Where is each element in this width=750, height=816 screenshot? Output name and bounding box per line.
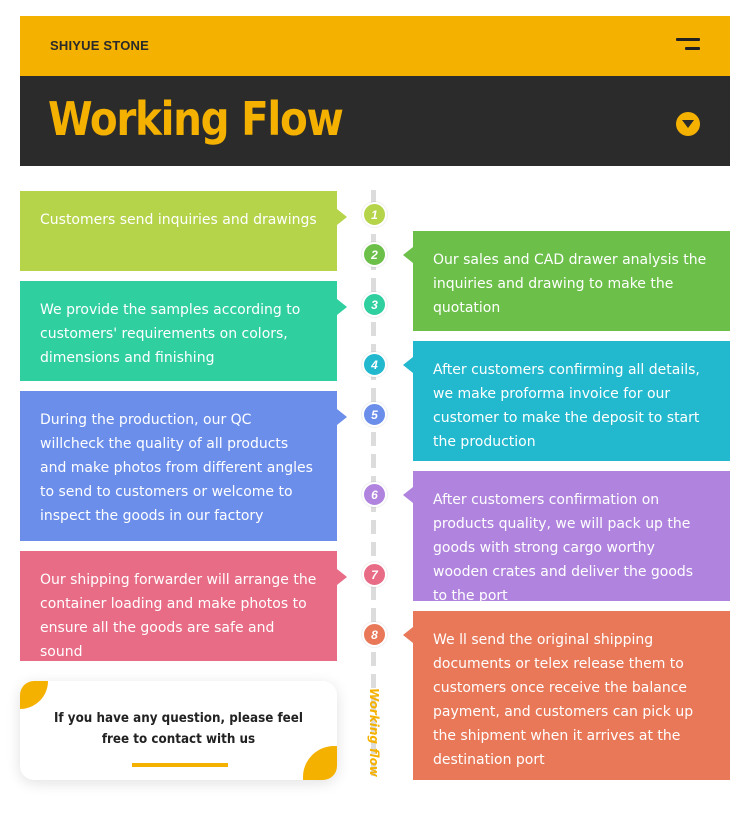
step-number-6: 6	[362, 482, 387, 507]
step-text: Our sales and CAD drawer analysis the in…	[433, 252, 707, 316]
step-card-4: After customers confirming all details, …	[403, 341, 730, 461]
step-text: After customers confirmation on products…	[433, 492, 694, 604]
step-number-2: 2	[362, 242, 387, 267]
step-text: We provide the samples according to cust…	[40, 302, 301, 366]
step-number-3: 3	[362, 292, 387, 317]
step-text: During the production, our QC willcheck …	[40, 412, 313, 524]
step-card-5: During the production, our QC willcheck …	[20, 391, 347, 541]
step-text: Customers send inquiries and drawings	[40, 212, 317, 228]
top-bar: SHIYUE STONE	[20, 16, 730, 76]
step-card-1: Customers send inquiries and drawings	[20, 191, 347, 271]
step-card-7: Our shipping forwarder will arrange the …	[20, 551, 347, 661]
step-card-8: We ll send the original shipping documen…	[403, 611, 730, 780]
step-card-6: After customers confirmation on products…	[403, 471, 730, 604]
step-number-8: 8	[362, 622, 387, 647]
brand-name: SHIYUE STONE	[50, 38, 149, 53]
contact-box[interactable]: If you have any question, please feel fr…	[20, 681, 337, 780]
decorative-corner	[303, 746, 337, 780]
contact-text: If you have any question, please feel fr…	[53, 711, 304, 747]
step-text: After customers confirming all details, …	[433, 362, 700, 450]
step-number-7: 7	[362, 562, 387, 587]
contact-underline	[132, 763, 228, 767]
step-number-1: 1	[362, 202, 387, 227]
step-text: Our shipping forwarder will arrange the …	[40, 572, 317, 660]
menu-icon[interactable]	[676, 38, 700, 52]
page-title: Working Flow	[48, 92, 344, 146]
step-number-5: 5	[362, 402, 387, 427]
timeline-label: Working flow	[367, 688, 381, 777]
step-card-2: Our sales and CAD drawer analysis the in…	[403, 231, 730, 331]
step-card-3: We provide the samples according to cust…	[20, 281, 347, 381]
chevron-down-icon[interactable]	[676, 112, 700, 136]
step-text: We ll send the original shipping documen…	[433, 632, 694, 768]
step-number-4: 4	[362, 352, 387, 377]
title-bar: Working Flow	[20, 76, 730, 166]
decorative-corner	[20, 681, 48, 709]
